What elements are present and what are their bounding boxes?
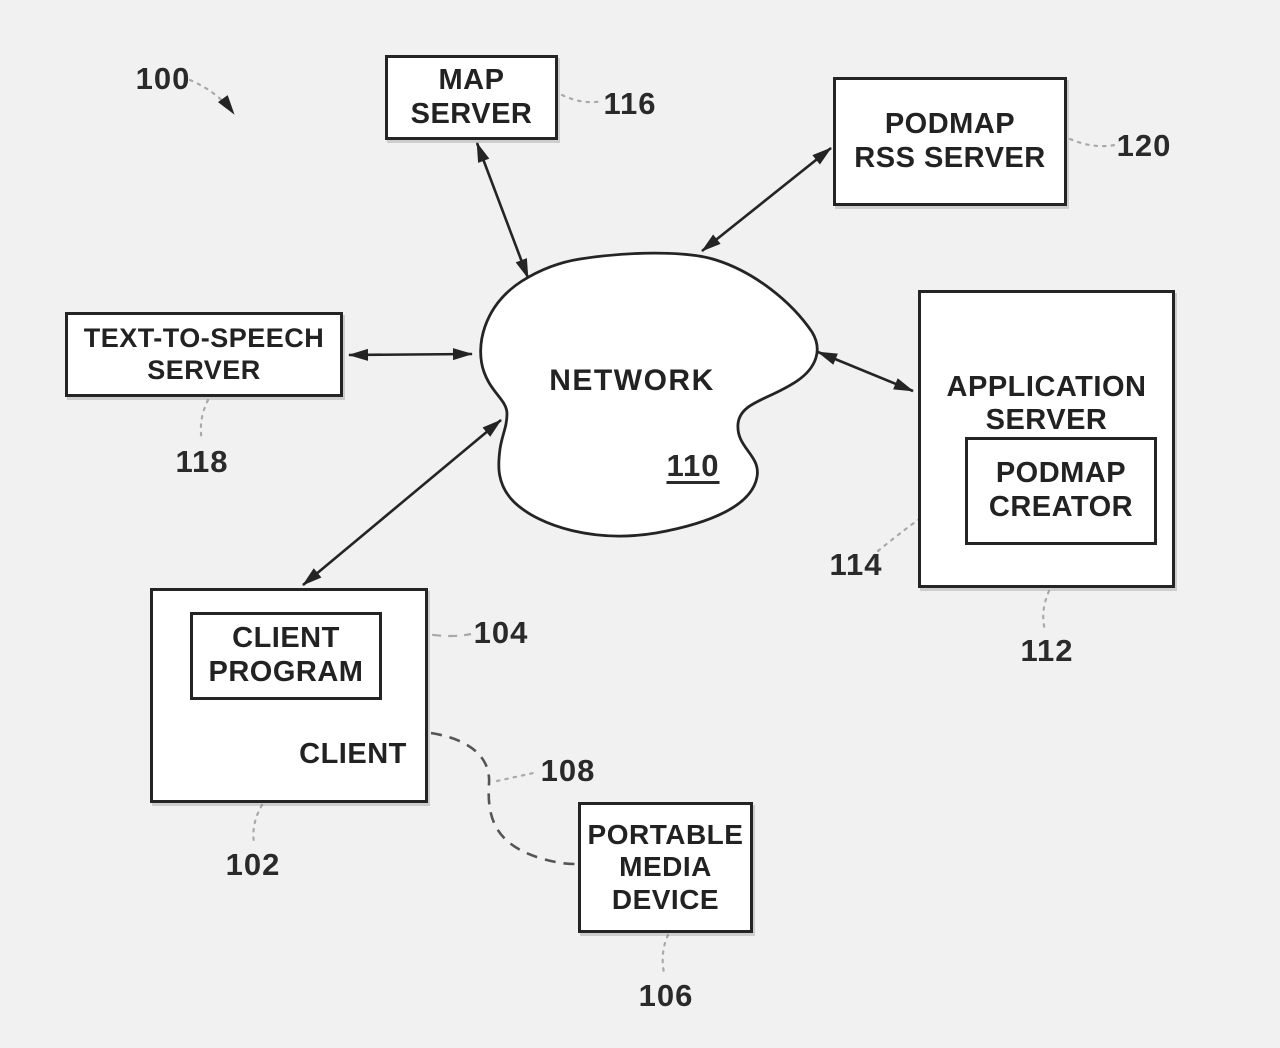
leader-108 bbox=[495, 770, 540, 783]
podmap-creator-label: PODMAP CREATOR bbox=[988, 457, 1134, 523]
ref-112: 112 bbox=[1020, 633, 1074, 668]
text-to-speech-server-box: TEXT-TO-SPEECH SERVER bbox=[65, 312, 343, 397]
leader-106 bbox=[661, 933, 670, 975]
ref-102: 102 bbox=[225, 847, 281, 882]
leader-120 bbox=[1068, 137, 1121, 148]
client-box: CLIENT PROGRAM CLIENT bbox=[150, 588, 428, 803]
client-device-dashed-link bbox=[430, 731, 576, 866]
network-label: NETWORK bbox=[549, 364, 715, 397]
leader-112 bbox=[1042, 589, 1051, 632]
portable-media-device-label: PORTABLE MEDIA DEVICE bbox=[587, 818, 744, 915]
ref-120: 120 bbox=[1116, 128, 1172, 163]
leader-102 bbox=[252, 803, 264, 845]
figure-ref-arrow bbox=[188, 78, 236, 116]
ref-100: 100 bbox=[135, 61, 191, 96]
link-network-client bbox=[302, 419, 502, 586]
application-server-box: APPLICATION SERVER PODMAP CREATOR bbox=[918, 290, 1175, 588]
map-server-box: MAP SERVER bbox=[385, 55, 558, 140]
map-server-label: MAP SERVER bbox=[410, 63, 533, 130]
link-mapserver-network bbox=[475, 142, 530, 279]
network-cloud bbox=[479, 251, 819, 538]
portable-media-device-box: PORTABLE MEDIA DEVICE bbox=[578, 802, 753, 933]
link-network-podmaprss bbox=[701, 146, 832, 253]
podmap-creator-box: PODMAP CREATOR bbox=[965, 437, 1157, 545]
leader-118 bbox=[199, 398, 210, 443]
client-label: CLIENT bbox=[299, 738, 407, 770]
client-program-box: CLIENT PROGRAM bbox=[190, 612, 382, 700]
leader-104 bbox=[384, 624, 472, 638]
link-tts-network bbox=[348, 348, 473, 361]
ref-106: 106 bbox=[638, 978, 694, 1013]
podmap-rss-server-box: PODMAP RSS SERVER bbox=[833, 77, 1067, 206]
ref-114: 114 bbox=[829, 547, 883, 582]
client-program-label: CLIENT PROGRAM bbox=[208, 622, 364, 688]
leader-116 bbox=[560, 93, 605, 104]
link-network-appserver bbox=[817, 350, 914, 393]
ref-104: 104 bbox=[473, 615, 529, 650]
ref-118: 118 bbox=[175, 444, 229, 479]
application-server-label: APPLICATION SERVER bbox=[946, 370, 1147, 437]
ref-116: 116 bbox=[603, 86, 657, 121]
ref-108: 108 bbox=[540, 753, 596, 788]
text-to-speech-server-label: TEXT-TO-SPEECH SERVER bbox=[83, 323, 325, 385]
podmap-rss-server-label: PODMAP RSS SERVER bbox=[854, 107, 1046, 174]
ref-110: 110 bbox=[666, 448, 720, 483]
network-links bbox=[302, 142, 914, 586]
